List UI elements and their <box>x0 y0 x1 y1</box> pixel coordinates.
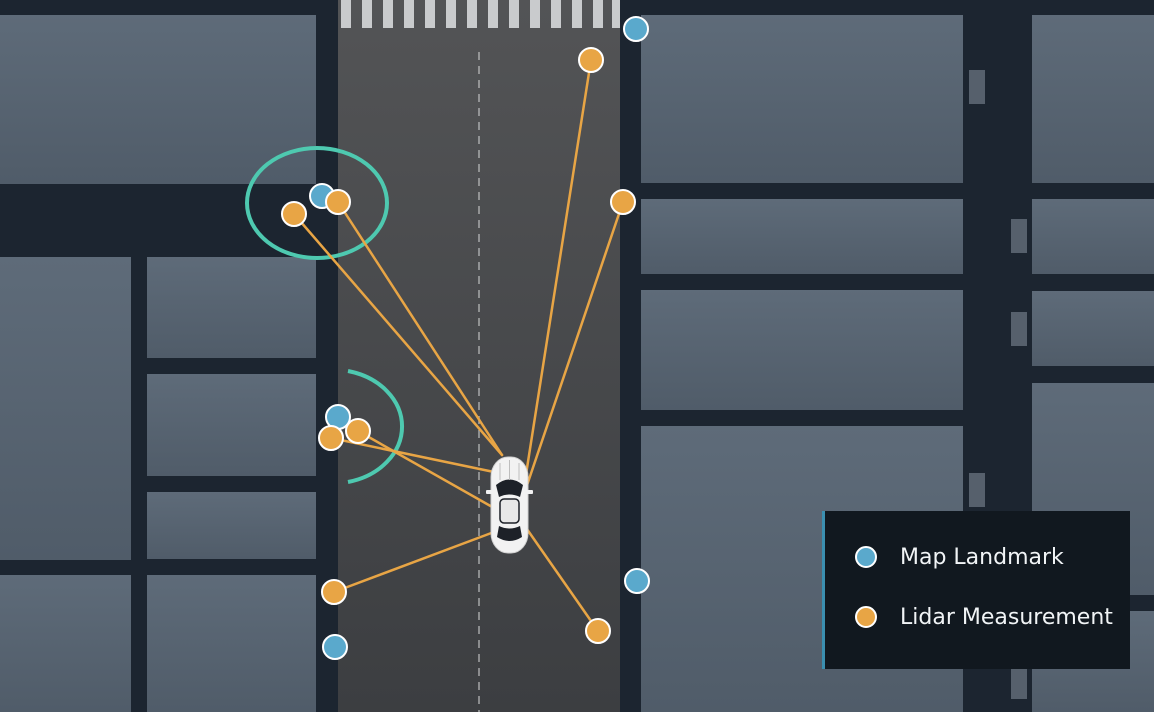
car-windshield <box>496 479 523 497</box>
measurement-ray <box>520 200 625 502</box>
lidar-measurement-marker <box>318 425 344 451</box>
measurement-ray <box>332 530 496 594</box>
lidar-measurement-marker <box>325 189 351 215</box>
crosswalk-stripe <box>362 0 372 28</box>
street-marker <box>1011 312 1027 346</box>
street-markers <box>969 70 1027 699</box>
crosswalk-stripe <box>612 0 620 28</box>
measurement-ray <box>336 200 504 457</box>
measurement-ray <box>520 520 600 633</box>
car-mirror <box>486 490 492 494</box>
car-mirror <box>527 490 533 494</box>
building <box>0 15 316 184</box>
crosswalk-stripe <box>404 0 414 28</box>
measurement-ray <box>356 429 496 510</box>
map-landmark-marker <box>623 16 649 42</box>
street-marker <box>1011 219 1027 253</box>
car-rear-window <box>497 526 522 541</box>
association-arc <box>347 369 404 484</box>
lidar-measurement-marker <box>578 47 604 73</box>
legend-item-lidar-measurement: Lidar Measurement <box>855 597 1113 637</box>
crosswalk-stripe <box>341 0 351 28</box>
car-top-view-icon <box>486 456 533 554</box>
building <box>147 374 316 476</box>
building <box>1032 291 1154 366</box>
street-marker <box>969 70 985 104</box>
map-landmark-marker <box>624 568 650 594</box>
crosswalk-stripe <box>425 0 435 28</box>
crosswalk <box>341 0 620 28</box>
lidar-measurement-marker <box>345 418 371 444</box>
legend-label: Map Landmark <box>900 544 1064 570</box>
lidar-measurements <box>281 47 636 644</box>
legend: Map Landmark Lidar Measurement <box>822 511 1130 669</box>
building <box>641 15 963 183</box>
map-landmarks <box>309 16 650 660</box>
map-landmark-swatch-icon <box>855 546 877 568</box>
car-roof <box>499 498 520 524</box>
crosswalk-stripe <box>551 0 561 28</box>
association-ring <box>245 146 389 260</box>
building <box>1032 15 1154 183</box>
crosswalk-stripe <box>446 0 456 28</box>
crosswalk-stripe <box>593 0 603 28</box>
measurement-ray <box>520 58 593 502</box>
lidar-measurement-swatch-icon <box>855 606 877 628</box>
street-marker <box>969 473 985 507</box>
crosswalk-stripe <box>530 0 540 28</box>
building <box>1032 199 1154 274</box>
crosswalk-stripe <box>383 0 393 28</box>
crosswalk-stripe <box>488 0 498 28</box>
building <box>147 492 316 559</box>
map-landmark-marker <box>322 634 348 660</box>
crosswalk-stripe <box>509 0 519 28</box>
lidar-measurement-marker <box>321 579 347 605</box>
crosswalk-stripe <box>467 0 477 28</box>
left-buildings <box>0 15 316 712</box>
legend-label: Lidar Measurement <box>900 604 1113 630</box>
lidar-measurement-marker <box>610 189 636 215</box>
building <box>0 575 131 712</box>
legend-item-map-landmark: Map Landmark <box>855 537 1064 577</box>
street-marker <box>1011 665 1027 699</box>
crosswalk-stripe <box>572 0 582 28</box>
building <box>0 257 131 560</box>
building <box>147 575 316 712</box>
building <box>147 257 316 358</box>
measurement-ray <box>292 212 504 457</box>
lidar-measurement-marker <box>585 618 611 644</box>
lidar-measurement-marker <box>281 201 307 227</box>
building <box>641 290 963 410</box>
building <box>641 199 963 274</box>
